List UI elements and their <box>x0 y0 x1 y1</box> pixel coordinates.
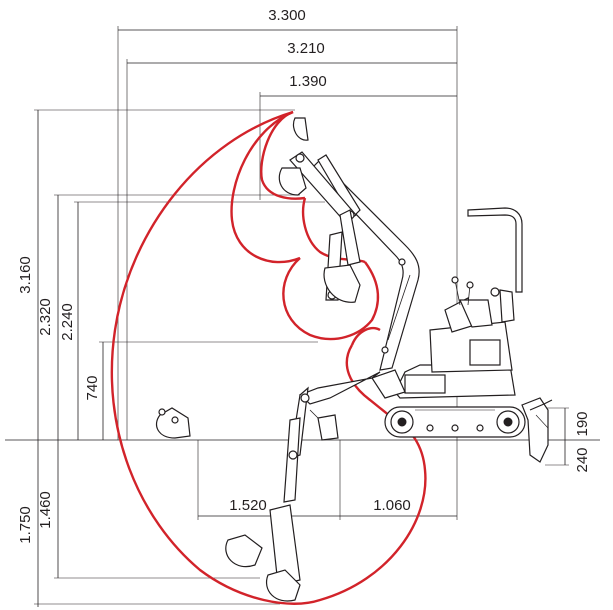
dim-190: 190 <box>545 407 591 440</box>
dim-label-1750: 1.750 <box>17 506 34 544</box>
dim-label-1060: 1.060 <box>373 497 411 514</box>
dim-740: 740 <box>84 341 318 440</box>
swing-bracket <box>371 369 406 399</box>
dozer-blade <box>521 397 553 463</box>
dim-label-190: 190 <box>574 411 591 436</box>
dim-label-2320: 2.320 <box>37 298 54 336</box>
dim-label-740: 740 <box>84 375 101 400</box>
bucket-ground-left <box>155 407 191 439</box>
dim-1460: 1.460 <box>37 440 260 579</box>
dim-label-1460: 1.460 <box>37 491 54 529</box>
operator-seat <box>444 276 515 333</box>
dim-label-3210: 3.210 <box>287 40 325 57</box>
dim-1390: 1.390 <box>259 73 457 200</box>
dim-label-1520: 1.520 <box>229 497 267 514</box>
dim-2240: 2.240 <box>59 201 325 440</box>
boom-lowered <box>225 371 381 602</box>
dim-label-2240: 2.240 <box>59 303 76 341</box>
track-assembly <box>384 406 526 438</box>
dim-label-3160: 3.160 <box>17 256 34 294</box>
dim-2320: 2.320 <box>37 194 300 440</box>
dim-3210: 3.210 <box>126 40 457 440</box>
upper-structure <box>394 321 516 399</box>
boom-raised <box>278 117 420 371</box>
excavator <box>155 117 553 602</box>
dim-1060: 1.060 <box>340 497 457 517</box>
dim-3160: 3.160 <box>17 109 295 440</box>
dim-3300: 3.300 <box>117 7 458 520</box>
dim-240: 240 <box>545 440 591 473</box>
dim-1520: 1.520 <box>197 440 341 520</box>
dim-1750: 1.750 <box>17 440 280 607</box>
rops-bar <box>467 207 523 293</box>
arm-mid <box>323 209 361 303</box>
dim-label-1390: 1.390 <box>289 73 327 90</box>
dim-label-240: 240 <box>574 447 591 472</box>
dim-label-3300: 3.300 <box>268 7 306 24</box>
working-range-envelope <box>110 110 427 605</box>
